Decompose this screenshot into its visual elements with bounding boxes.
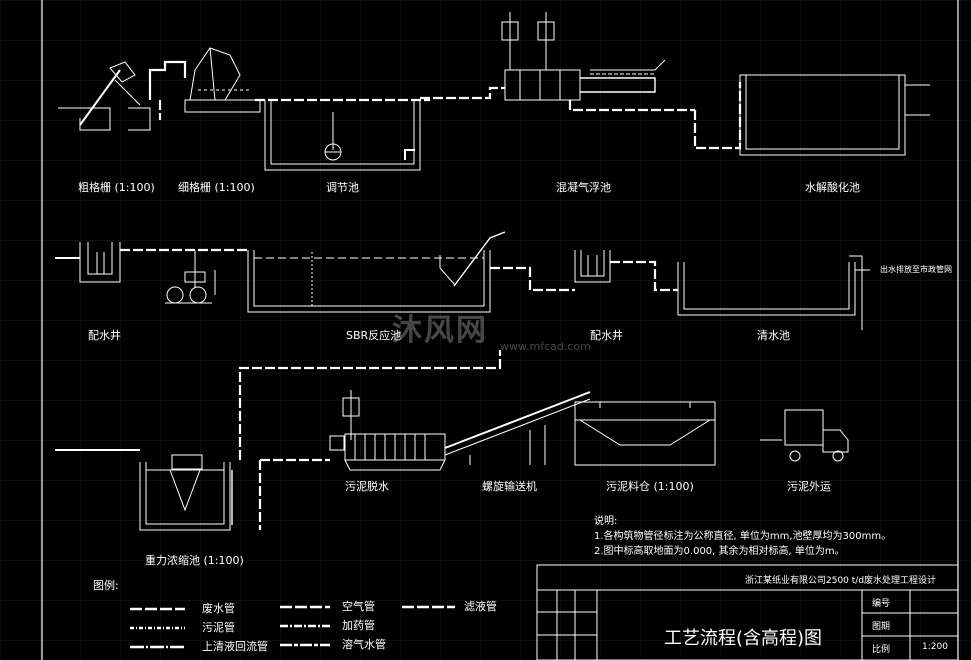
tb-row1-label: 编号 xyxy=(872,599,891,609)
title-block-frame xyxy=(536,564,959,660)
air-flotation-unit xyxy=(504,59,695,112)
legend-item: 废水管 xyxy=(202,602,235,615)
legend-item: 滤液管 xyxy=(464,600,497,613)
sludge-dewater-label: 污泥脱水 xyxy=(345,480,389,493)
tb-row2-label: 图期 xyxy=(872,622,891,632)
notes-title: 说明: xyxy=(594,516,618,527)
screw-conveyor-label: 螺旋输送机 xyxy=(482,480,537,493)
dosing-tanks xyxy=(501,12,555,70)
hydrolysis-tank xyxy=(739,74,930,156)
pump-station xyxy=(165,250,216,304)
legend-title: 图例: xyxy=(93,579,119,592)
clear-pool xyxy=(677,255,870,330)
row3-process xyxy=(55,350,849,531)
distribution-well-1 xyxy=(79,242,121,283)
screw-conveyor xyxy=(444,391,591,465)
notes-line1: 1.各构筑物管径标注为公称直径, 单位为mm,池壁厚均为300mm。 xyxy=(594,531,892,542)
tb-row3-label: 比例 xyxy=(872,645,891,655)
sludge-shed-label: 污泥料仓 (1:100) xyxy=(606,480,694,493)
legend-item: 空气管 xyxy=(342,600,375,613)
fine-screen-unit xyxy=(148,47,261,113)
tb-scale: 1:200 xyxy=(922,642,948,652)
legend-item: 溶气水管 xyxy=(342,638,386,651)
air-flotation-label: 混凝气浮池 xyxy=(556,181,611,194)
thickener-tank xyxy=(139,454,233,531)
drawing-frame xyxy=(41,0,959,660)
legend-item: 污泥管 xyxy=(202,621,235,634)
equalization-label: 调节池 xyxy=(326,181,359,194)
row2-process xyxy=(55,231,870,330)
sludge-truck xyxy=(760,409,849,462)
company-name: 浙江某纸业有限公司2500 t/d废水处理工程设计 xyxy=(745,576,937,586)
drawing-title: 工艺流程(含高程)图 xyxy=(664,628,823,649)
watermark-logo: 沐风网 xyxy=(392,313,488,348)
row1-process xyxy=(58,12,930,171)
sludge-shed xyxy=(574,401,716,466)
distribution-well-2 xyxy=(574,250,611,283)
hydrolysis-label: 水解酸化池 xyxy=(805,181,860,194)
sludge-transport-label: 污泥外运 xyxy=(787,480,831,493)
distribution-well-2-label: 配水井 xyxy=(590,329,623,342)
thickener-label: 重力浓缩池 (1:100) xyxy=(145,554,244,567)
legend-item: 上清液回流管 xyxy=(202,640,268,653)
sbr-label: SBR反应池 xyxy=(346,329,402,342)
coarse-screen-label: 粗格栅 (1:100) xyxy=(78,181,155,194)
coarse-screen-unit xyxy=(58,61,151,131)
distribution-well-1-label: 配水井 xyxy=(88,329,121,342)
notes-line2: 2.图中标高取地面为0.000, 其余为相对标高, 单位为m。 xyxy=(594,546,845,557)
fine-screen-label: 细格栅 (1:100) xyxy=(178,181,255,194)
equalization-tank xyxy=(264,100,421,171)
outfall-annotation: 出水排放至市政管网 xyxy=(880,265,952,274)
clear-pool-label: 清水池 xyxy=(757,329,790,342)
sbr-tank xyxy=(247,231,506,313)
watermark-url: www.mfcad.com xyxy=(500,340,591,353)
legend-swatches xyxy=(130,605,455,649)
legend-item: 加药管 xyxy=(342,619,375,632)
